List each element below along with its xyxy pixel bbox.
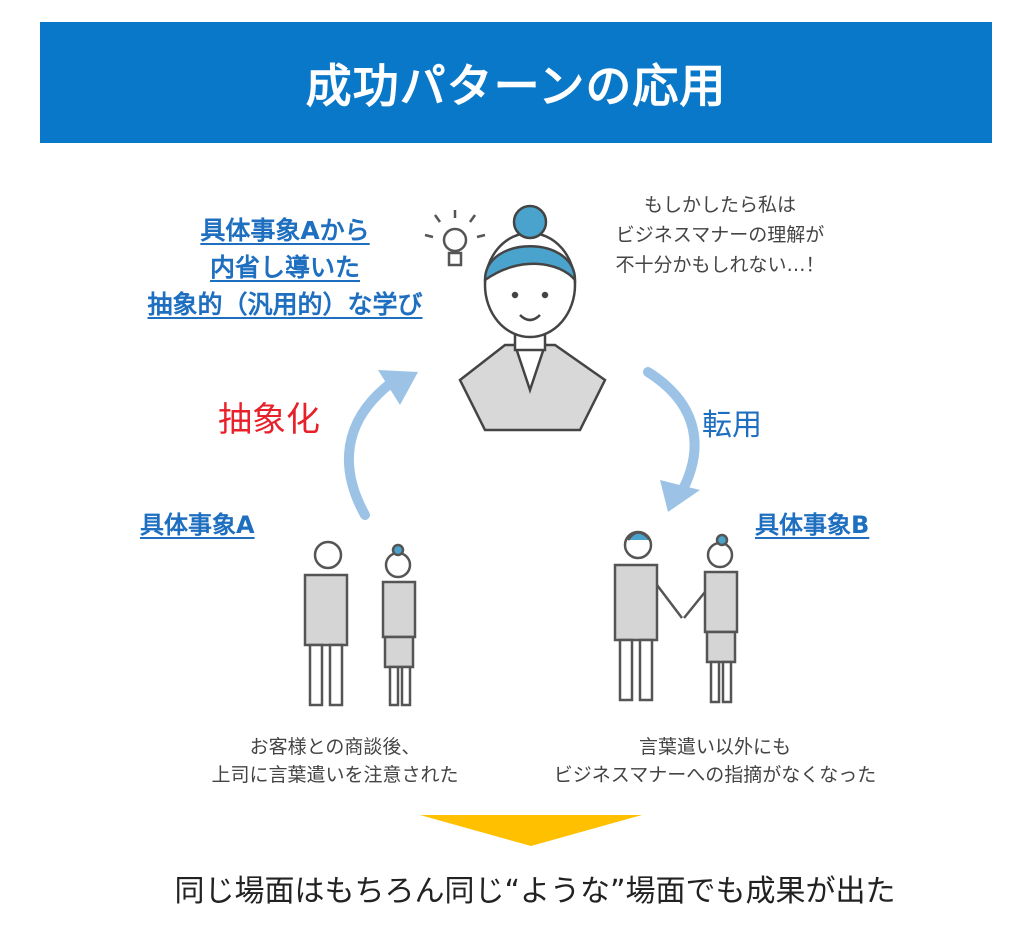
result-triangle — [420, 815, 642, 846]
caption-line: 言葉遣い以外にも — [638, 736, 791, 758]
case-b-label: 具体事象B — [755, 511, 870, 539]
abstraction-arrow — [343, 375, 400, 520]
learning-line: 抽象的（汎用的）な学び — [147, 290, 423, 319]
abstract-learning-text: 具体事象Aから 内省し導いた 抽象的（汎用的）な学び — [110, 212, 460, 323]
case-b-caption: 言葉遣い以外にも ビジネスマナーへの指摘がなくなった — [530, 733, 900, 789]
transfer-arrow — [643, 367, 700, 500]
abstraction-arrowhead — [378, 370, 418, 405]
thought-line: ビジネスマナーの理解が — [615, 224, 825, 246]
caption-line: 上司に言葉遣いを注意された — [211, 764, 459, 786]
learning-line: 内省し導いた — [209, 253, 360, 282]
learning-line: 具体事象Aから — [200, 216, 370, 245]
case-b-illustration — [613, 530, 739, 704]
woman-thinking-illustration — [458, 204, 607, 432]
conclusion-text: 同じ場面はもちろん同じ“ような”場面でも成果が出た — [174, 874, 896, 909]
thought-line: 不十分かもしれない…！ — [615, 254, 825, 276]
case-a-illustration — [303, 540, 417, 707]
case-a-caption: お客様との商談後、 上司に言葉遣いを注意された — [175, 733, 495, 789]
transfer-arrowhead — [660, 480, 700, 512]
lightbulb-icon — [424, 210, 486, 267]
thought-text: もしかしたら私は ビジネスマナーの理解が 不十分かもしれない…！ — [585, 190, 855, 280]
page-title: 成功パターンの応用 — [305, 58, 727, 113]
abstraction-label: 抽象化 — [218, 400, 320, 440]
caption-line: ビジネスマナーへの指摘がなくなった — [553, 764, 877, 786]
title-banner: 成功パターンの応用 — [40, 22, 992, 143]
caption-line: お客様との商談後、 — [249, 736, 421, 758]
case-a-label: 具体事象A — [140, 511, 255, 539]
transfer-label: 転用 — [702, 408, 762, 443]
thought-line: もしかしたら私は — [643, 194, 796, 216]
